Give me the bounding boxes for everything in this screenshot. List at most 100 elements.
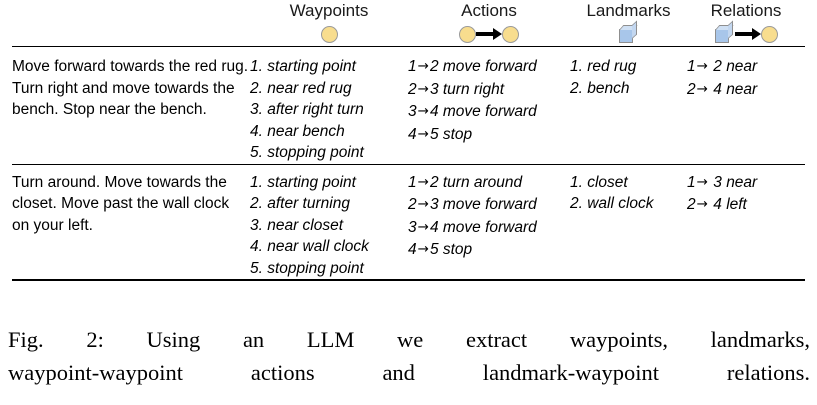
landmark-item: 2. wall clock bbox=[570, 195, 654, 212]
table-header-row: Waypoints Actions Landmarks bbox=[12, 0, 805, 47]
relation-label: near bbox=[726, 58, 758, 75]
action-item: 3→4 move forward bbox=[408, 101, 570, 124]
relation-item: 1→ 3 near bbox=[687, 172, 805, 195]
row-waypoints: 1. starting point 2. near red rug 3. aft… bbox=[250, 56, 408, 164]
header-relations-label: Relations bbox=[710, 1, 782, 20]
action-from: 2 bbox=[408, 80, 417, 98]
instruction-line: red rug. Turn right and bbox=[12, 58, 249, 97]
row-actions: 1→2 move forward 2→3 turn right 3→4 move… bbox=[408, 56, 570, 164]
action-to: 4 bbox=[429, 103, 439, 120]
arrow-right-icon bbox=[734, 28, 761, 40]
action-label: stop bbox=[442, 125, 473, 143]
action-to: 5 bbox=[429, 125, 439, 143]
circle-icon bbox=[760, 25, 778, 43]
table-top-rule bbox=[12, 46, 805, 56]
waypoint-item: 2. near red rug bbox=[250, 79, 352, 97]
action-label: turn right bbox=[442, 80, 505, 98]
circle-icon bbox=[320, 25, 338, 43]
header-landmarks-icons bbox=[570, 19, 687, 46]
waypoint-item: 4. near bench bbox=[250, 122, 345, 140]
waypoint-item: 4. near wall clock bbox=[250, 238, 369, 255]
relation-from: 2 bbox=[687, 196, 696, 213]
header-actions-label: Actions bbox=[461, 1, 517, 20]
instruction-line: Move forward towards the bbox=[12, 58, 191, 75]
action-label: move forward bbox=[442, 58, 537, 75]
waypoint-item: 1. starting point bbox=[250, 58, 356, 75]
row-actions: 1→2 turn around 2→3 move forward 3→4 mov… bbox=[408, 172, 570, 281]
arrow-glyph: → bbox=[417, 218, 429, 235]
table-row: Turn around. Move towards the closet. Mo… bbox=[12, 172, 805, 281]
action-label: turn around bbox=[442, 173, 523, 191]
header-relations-icons bbox=[687, 19, 805, 46]
landmark-item: 2. bench bbox=[570, 79, 630, 97]
waypoint-item: 5. stopping point bbox=[250, 259, 364, 277]
landmark-item: 1. red rug bbox=[570, 58, 637, 75]
arrow-right-icon bbox=[476, 28, 502, 40]
arrow-glyph: → bbox=[417, 173, 429, 190]
relation-to: 4 bbox=[713, 196, 722, 213]
relation-from: 2 bbox=[687, 80, 696, 98]
row-instruction: Move forward towards the red rug. Turn r… bbox=[12, 56, 250, 164]
action-to: 2 bbox=[429, 58, 439, 75]
caption-line-1: Fig. 2: Using an LLM we extract waypoint… bbox=[8, 327, 810, 352]
row-relations: 1→ 3 near 2→ 4 left bbox=[687, 172, 805, 281]
instruction-line: Turn around. Move towards bbox=[12, 173, 201, 191]
header-landmarks-label: Landmarks bbox=[586, 1, 671, 20]
row-instruction: Turn around. Move towards the closet. Mo… bbox=[12, 172, 250, 281]
header-waypoints-icons bbox=[250, 22, 408, 46]
action-item: 2→3 move forward bbox=[408, 194, 570, 217]
row-relations: 1→ 2 near 2→ 4 near bbox=[687, 56, 805, 164]
action-label: move forward bbox=[442, 103, 537, 120]
waypoint-item: 3. near closet bbox=[250, 216, 344, 234]
header-instruction-cell bbox=[12, 0, 250, 47]
header-relations-cell: Relations bbox=[687, 0, 805, 47]
action-label: move forward bbox=[442, 218, 537, 236]
instruction-line: Stop near the bench. bbox=[62, 101, 207, 118]
row-landmarks: 1. closet 2. wall clock bbox=[570, 172, 687, 281]
action-item: 3→4 move forward bbox=[408, 217, 570, 240]
circle-icon bbox=[459, 25, 476, 43]
arrow-glyph: → bbox=[417, 58, 429, 74]
instruction-line: the closet. Move past the bbox=[12, 173, 227, 213]
waypoint-item: 1. starting point bbox=[250, 173, 356, 191]
table-middle-rule bbox=[12, 163, 805, 172]
header-actions-icons bbox=[408, 22, 570, 46]
instruction-line: move towards the bench. bbox=[12, 79, 235, 119]
arrow-glyph: → bbox=[696, 80, 708, 97]
relation-from: 1 bbox=[687, 58, 696, 75]
action-item: 1→2 turn around bbox=[408, 172, 570, 195]
instruction-line: wall clock on your left. bbox=[12, 195, 230, 234]
relation-label: left bbox=[726, 196, 747, 213]
arrow-glyph: → bbox=[696, 58, 708, 74]
cube-icon bbox=[714, 19, 735, 44]
table-bottom-rule bbox=[12, 279, 805, 282]
arrow-glyph: → bbox=[696, 196, 708, 212]
action-item: 1→2 move forward bbox=[408, 56, 570, 79]
header-actions-cell: Actions bbox=[408, 0, 570, 47]
figure-caption: Fig. 2: Using an LLM we extract waypoint… bbox=[8, 323, 810, 389]
relation-to: 2 bbox=[713, 58, 722, 75]
action-from: 3 bbox=[408, 103, 417, 120]
header-waypoints-cell: Waypoints bbox=[250, 0, 408, 47]
circle-icon bbox=[502, 25, 519, 43]
relation-item: 1→ 2 near bbox=[687, 56, 805, 79]
arrow-glyph: → bbox=[417, 80, 429, 97]
cube-icon bbox=[618, 19, 639, 44]
relation-to: 3 bbox=[713, 173, 722, 191]
action-item: 4→5 stop bbox=[408, 239, 570, 262]
waypoint-item: 2. after turning bbox=[250, 195, 350, 212]
arrow-glyph: → bbox=[417, 196, 429, 212]
action-from: 4 bbox=[408, 241, 417, 258]
action-label: move forward bbox=[442, 196, 537, 213]
action-from: 3 bbox=[408, 218, 417, 236]
action-to: 5 bbox=[429, 241, 439, 258]
relation-label: near bbox=[726, 173, 758, 191]
action-from: 2 bbox=[408, 196, 417, 213]
extraction-table: Waypoints Actions Landmarks bbox=[12, 0, 805, 282]
action-label: stop bbox=[442, 241, 473, 258]
row-landmarks: 1. red rug 2. bench bbox=[570, 56, 687, 164]
action-to: 2 bbox=[429, 173, 439, 191]
action-to: 3 bbox=[429, 80, 439, 98]
relation-item: 2→ 4 near bbox=[687, 79, 805, 102]
waypoint-item: 3. after right turn bbox=[250, 101, 364, 118]
